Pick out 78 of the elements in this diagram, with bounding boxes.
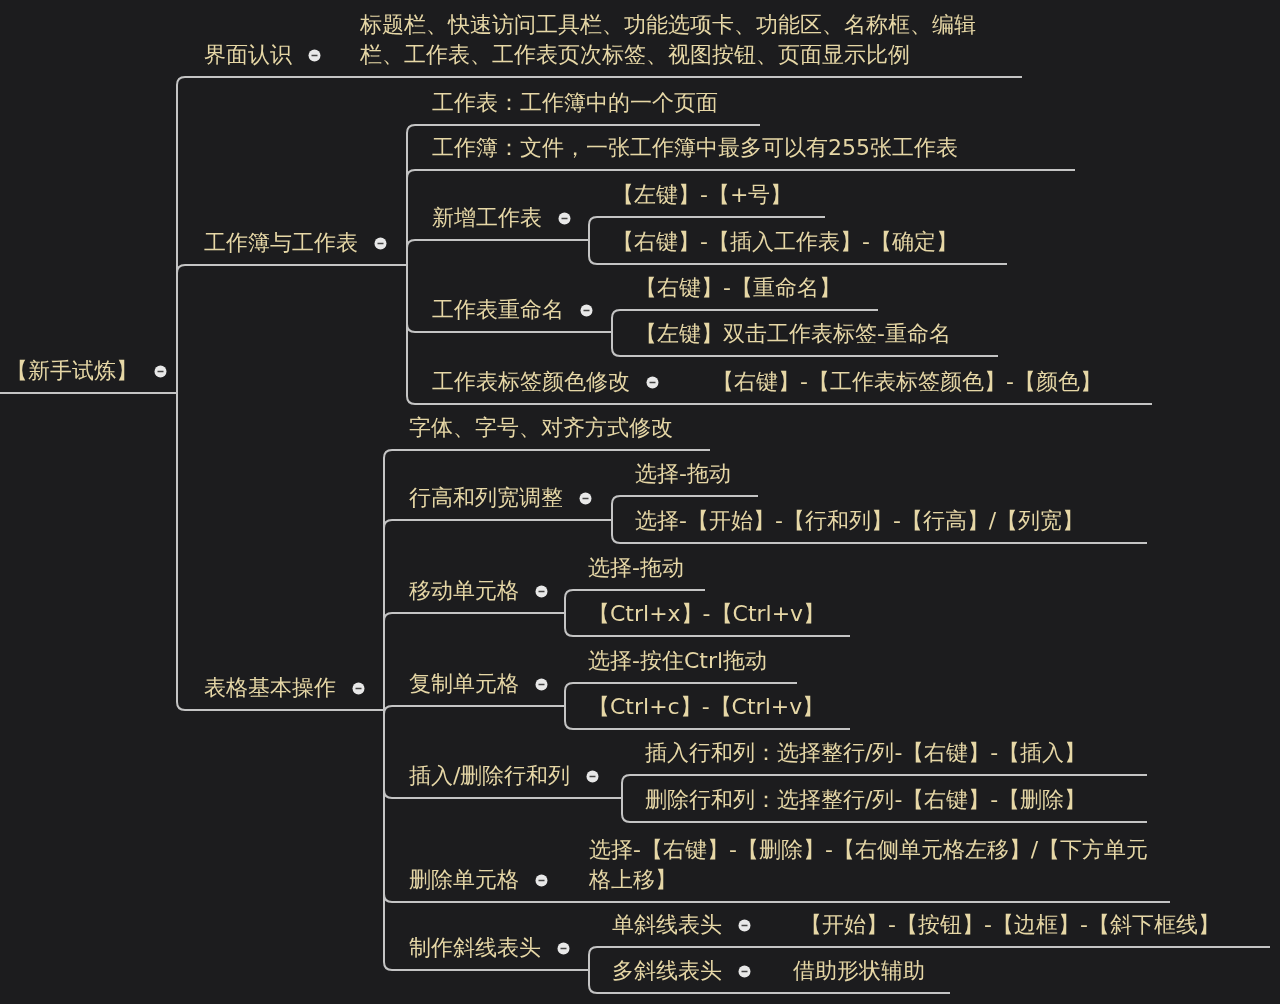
topic-node bbox=[394, 483, 610, 521]
topic-node bbox=[622, 273, 878, 311]
branch-line bbox=[381, 709, 395, 971]
branch-line bbox=[586, 216, 600, 241]
branch-line bbox=[586, 239, 600, 265]
topic-text: 【左键】双击工作表标签-重命名 bbox=[635, 320, 951, 348]
topic-text: 选择-拖动 bbox=[635, 460, 731, 488]
topic-text: 选择-【右键】-【删除】-【右侧单元格左移】/【下方单元格上移】 bbox=[589, 836, 1150, 894]
topic-text: 单斜线表头 bbox=[612, 911, 722, 939]
topic-node bbox=[352, 10, 1022, 78]
branch-line bbox=[562, 682, 576, 707]
topic-text: 【右键】-【插入工作表】-【确定】 bbox=[612, 228, 958, 256]
topic-node bbox=[702, 367, 1152, 405]
topic-text: 工作表标签颜色修改 bbox=[432, 368, 630, 396]
topic-text: 选择-拖动 bbox=[588, 554, 684, 582]
topic-text: 字体、字号、对齐方式修改 bbox=[409, 414, 673, 442]
topic-text: 借助形状辅助 bbox=[793, 957, 925, 985]
branch-line bbox=[562, 612, 576, 637]
topic-node bbox=[0, 356, 175, 394]
topic-text: 行高和列宽调整 bbox=[409, 484, 563, 512]
topic-text: 标题栏、快速访问工具栏、功能选项卡、功能区、名称框、编辑栏、工作表、工作表页次标签、视图按钮、页面显示比例 bbox=[360, 11, 977, 69]
branch-line bbox=[609, 519, 623, 544]
topic-text: 【Ctrl+x】-【Ctrl+v】 bbox=[588, 600, 826, 628]
topic-text: 【左键】-【+号】 bbox=[612, 181, 793, 209]
topic-text: 界面认识 bbox=[204, 41, 292, 69]
topic-text: 【Ctrl+c】-【Ctrl+v】 bbox=[588, 693, 825, 721]
branch-line bbox=[339, 76, 353, 78]
topic-text: 工作表：工作簿中的一个页面 bbox=[432, 89, 718, 117]
branch-line bbox=[562, 705, 576, 730]
topic-text: 选择-【开始】-【行和列】-【行高】/【列宽】 bbox=[635, 507, 1085, 535]
branch-line bbox=[609, 495, 623, 521]
topic-text: 【开始】-【按钮】-【边框】-【斜下框线】 bbox=[800, 911, 1220, 939]
topic-node bbox=[575, 692, 850, 730]
branch-line bbox=[619, 797, 633, 823]
topic-text: 删除单元格 bbox=[409, 866, 519, 894]
topic-text: 插入行和列：选择整行/列-【右键】-【插入】 bbox=[645, 739, 1087, 767]
topic-node bbox=[417, 367, 690, 405]
topic-text: 工作表重命名 bbox=[432, 296, 564, 324]
topic-node bbox=[417, 203, 587, 241]
topic-text: 多斜线表头 bbox=[612, 957, 722, 985]
topic-node bbox=[599, 180, 825, 218]
topic-node bbox=[589, 835, 1170, 903]
branch-line bbox=[609, 309, 623, 333]
topic-text: 选择-按住Ctrl拖动 bbox=[588, 647, 768, 675]
branch-line bbox=[562, 589, 576, 614]
branch-line bbox=[609, 331, 623, 357]
branch-line bbox=[586, 969, 600, 994]
branch-line bbox=[689, 403, 703, 405]
topic-text: 【右键】-【重命名】 bbox=[635, 274, 841, 302]
topic-node bbox=[622, 506, 1147, 544]
topic-node bbox=[394, 413, 710, 451]
branch-line bbox=[619, 774, 633, 799]
branch-line bbox=[777, 992, 791, 994]
branch-line bbox=[404, 264, 418, 405]
topic-text: 【右键】-【工作表标签颜色】-【颜色】 bbox=[712, 368, 1102, 396]
topic-text: 工作簿与工作表 bbox=[204, 229, 358, 257]
topic-text: 移动单元格 bbox=[409, 577, 519, 605]
branch-line bbox=[586, 946, 600, 971]
branch-line bbox=[174, 392, 190, 711]
topic-node bbox=[575, 599, 850, 637]
topic-text: 【新手试炼】 bbox=[6, 357, 138, 385]
topic-text: 插入/删除行和列 bbox=[409, 762, 571, 790]
topic-text: 制作斜线表头 bbox=[409, 934, 541, 962]
topic-node bbox=[790, 910, 1270, 948]
topic-text: 工作簿：文件，一张工作簿中最多可以有255张工作表 bbox=[432, 134, 958, 162]
topic-text: 新增工作表 bbox=[432, 204, 542, 232]
topic-text: 复制单元格 bbox=[409, 670, 519, 698]
topic-text: 删除行和列：选择整行/列-【右键】-【删除】 bbox=[645, 786, 1087, 814]
topic-text: 表格基本操作 bbox=[204, 674, 336, 702]
branch-line bbox=[777, 946, 791, 948]
branch-line bbox=[404, 239, 418, 266]
branch-line bbox=[576, 901, 590, 903]
topic-node bbox=[417, 133, 1075, 171]
topic-node bbox=[622, 319, 998, 357]
branch-line bbox=[174, 264, 190, 394]
topic-node bbox=[599, 227, 1007, 265]
topic-node bbox=[632, 785, 1147, 823]
topic-node bbox=[632, 738, 1147, 776]
